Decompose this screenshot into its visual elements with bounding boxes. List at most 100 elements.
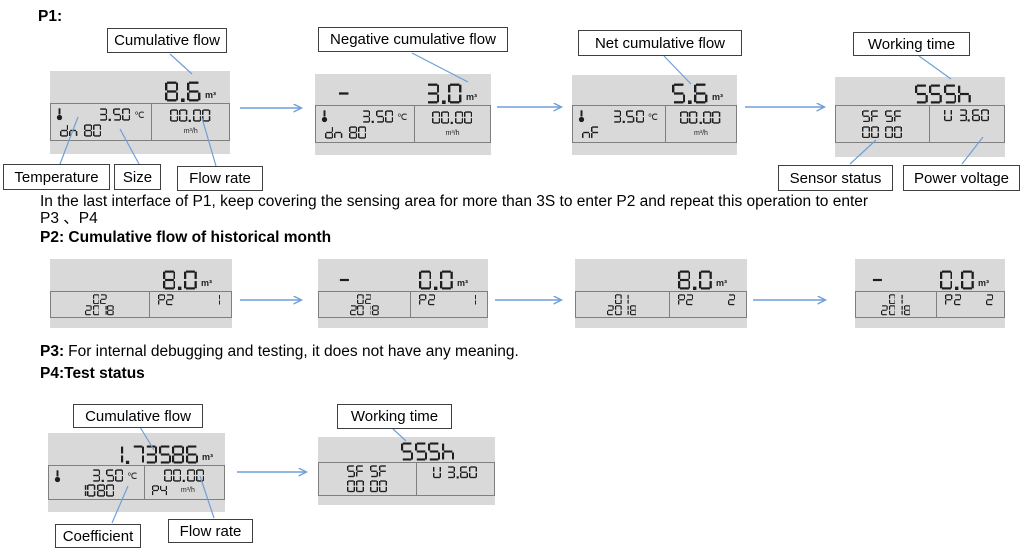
p1-heading: P1: xyxy=(38,8,63,25)
lcd-main-value xyxy=(426,83,463,104)
lcd-mode xyxy=(158,294,174,306)
lcd-bottom-strip xyxy=(575,318,747,328)
lcd-temperature xyxy=(92,469,124,483)
callout-net-cumulative-flow: Net cumulative flow xyxy=(578,30,742,56)
lcd-page xyxy=(985,294,994,306)
lcd-flow-rate xyxy=(163,469,205,482)
lcd-sensor-status-line1 xyxy=(347,465,388,478)
lcd-main-value xyxy=(111,445,199,464)
lcd-main-value xyxy=(671,83,709,104)
lcd-bottom-strip xyxy=(572,143,737,155)
lcd-power-voltage xyxy=(944,109,989,122)
lcd-month xyxy=(357,293,372,305)
lcd-sensor-status-line2 xyxy=(862,126,903,139)
callout-coefficient: Coefficient xyxy=(55,524,141,548)
lcd-bottom-strip xyxy=(315,143,491,155)
lcd-year xyxy=(349,305,380,316)
lcd-month xyxy=(614,293,630,305)
lcd-month xyxy=(92,293,108,305)
callout-flow-rate-p4: Flow rate xyxy=(168,519,253,543)
thermometer-icon xyxy=(54,469,61,483)
p1-display-cumulative-flow: m³ ℃ m³/h xyxy=(50,71,230,154)
lcd-year xyxy=(881,305,911,316)
lcd-main-unit: m³ xyxy=(202,452,213,462)
lcd-flow-rate xyxy=(680,111,721,125)
lcd-mode xyxy=(152,485,168,496)
lcd-mode xyxy=(945,294,961,306)
lcd-page xyxy=(469,294,477,306)
callout-size: Size xyxy=(114,164,161,190)
callout-working-time-p1: Working time xyxy=(853,32,970,56)
p2-heading: P2: Cumulative flow of historical month xyxy=(40,229,332,246)
lcd-bottom-strip xyxy=(318,318,488,328)
callout-working-time-p4: Working time xyxy=(337,404,452,429)
callout-power-voltage: Power voltage xyxy=(903,165,1020,191)
lcd-bottom-strip xyxy=(50,318,232,328)
temperature-unit: ℃ xyxy=(647,111,658,122)
thermometer-icon xyxy=(578,109,585,123)
p1-note-line2: P3 、P4 xyxy=(40,210,98,227)
lcd-main-value xyxy=(677,270,713,290)
lcd-main-value xyxy=(418,270,454,290)
p2-display-2: m³ xyxy=(318,259,488,328)
lcd-temperature xyxy=(99,108,131,121)
lcd-flow-rate xyxy=(170,109,211,123)
p1-display-working-time xyxy=(835,77,1005,157)
lcd-bottom-strip xyxy=(50,141,230,154)
p4-display-working-time xyxy=(318,437,495,505)
lcd-sign xyxy=(337,83,352,104)
flow-rate-unit: m³/h xyxy=(180,487,195,494)
lcd-year xyxy=(607,305,637,316)
lcd-flow-rate xyxy=(431,111,473,125)
callout-negative-cumulative-flow: Negative cumulative flow xyxy=(318,27,508,52)
lcd-mode xyxy=(582,125,600,139)
p1-display-negative-cumulative-flow: m³ ℃ m³/h xyxy=(315,74,491,155)
thermometer-icon xyxy=(321,109,328,123)
lcd-month xyxy=(888,293,904,305)
lcd-main-value xyxy=(164,81,202,102)
flow-rate-unit: m³/h xyxy=(445,129,460,137)
callout-flow-rate-p1: Flow rate xyxy=(177,166,263,191)
p3-line: P3:For internal debugging and testing, i… xyxy=(40,343,519,361)
p3-body: For internal debugging and testing, it d… xyxy=(68,343,519,360)
p2-display-4: m³ xyxy=(855,259,1005,328)
lcd-sign xyxy=(871,270,885,290)
callout-cumulative-flow-p1: Cumulative flow xyxy=(107,28,227,53)
p1-note-line1: In the last interface of P1, keep coveri… xyxy=(40,193,869,210)
lcd-year xyxy=(85,305,115,316)
lcd-main-value xyxy=(939,270,975,290)
lcd-power-voltage xyxy=(432,466,478,479)
p4-heading: P4:Test status xyxy=(40,365,145,382)
lcd-sensor-status-line1 xyxy=(862,109,903,123)
lcd-size xyxy=(60,123,102,137)
lcd-bottom-strip xyxy=(835,143,1005,157)
lcd-page xyxy=(213,294,221,306)
lcd-main-value xyxy=(162,270,198,290)
lcd-main-unit: m³ xyxy=(457,278,468,288)
lcd-main-unit: m³ xyxy=(712,92,723,102)
lcd-working-time xyxy=(915,84,972,104)
flow-rate-unit: m³/h xyxy=(183,127,198,135)
lcd-sensor-status-line2 xyxy=(347,480,388,493)
p2-display-3: m³ xyxy=(575,259,747,328)
lcd-bottom-strip xyxy=(48,500,225,512)
lcd-coefficient xyxy=(78,484,115,497)
lcd-main-unit: m³ xyxy=(201,278,212,288)
flow-rate-unit: m³/h xyxy=(693,129,708,137)
lcd-size xyxy=(325,125,367,139)
callout-temperature: Temperature xyxy=(3,164,110,190)
lcd-main-unit: m³ xyxy=(466,92,477,102)
lcd-main-unit: m³ xyxy=(716,278,727,288)
lcd-bottom-strip xyxy=(318,496,495,505)
lcd-main-unit: m³ xyxy=(978,278,989,288)
p2-display-1: m³ xyxy=(50,259,232,328)
temperature-unit: ℃ xyxy=(134,109,145,120)
thermometer-icon xyxy=(56,107,63,121)
callout-cumulative-flow-p4: Cumulative flow xyxy=(73,404,203,428)
lcd-temperature xyxy=(613,110,645,123)
temperature-unit: ℃ xyxy=(127,471,138,482)
lcd-bottom-strip xyxy=(855,318,1005,328)
lcd-sign xyxy=(338,270,352,290)
p1-display-net-cumulative-flow: m³ ℃ m³/h xyxy=(572,75,737,155)
